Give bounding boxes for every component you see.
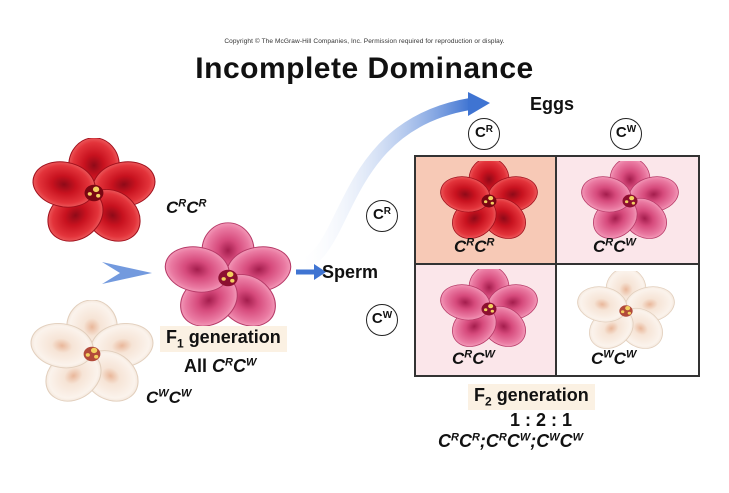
sperm-allele-r: CR [366,200,398,232]
punnett-cell-rw-bottom: CRCW [416,265,557,375]
parent-white-genotype: CWCW [146,387,192,407]
f1-generation-label: F1 generation [160,326,287,352]
egg-allele-r: CR [468,118,500,150]
sperm-arrow [296,264,326,280]
sperm-label: Sperm [322,262,379,282]
eggs-label: Eggs [530,94,575,114]
red-flower-icon [434,161,544,241]
punnett-genotype: CRCR [454,236,495,256]
f2-generation-label: F2 generation [468,384,595,410]
punnett-cell-rw-top: CRCW [557,157,698,265]
parent-red-genotype: CRCR [166,197,207,217]
copyright-notice: Copyright © The McGraw-Hill Companies, I… [224,38,505,45]
pink-flower-icon [158,222,298,334]
f2-ratio: 1 : 2 : 1 [510,410,573,430]
punnett-cell-rr: CRCR [416,157,557,265]
punnett-genotype: CRCW [452,348,495,368]
red-flower-icon [28,138,160,248]
arrow-icon [102,262,152,284]
punnett-square: CRCR CRCW CRCW CWCW [414,155,700,377]
pink-flower-icon [434,269,544,349]
punnett-genotype: CWCW [591,348,637,368]
white-flower-icon [571,271,681,351]
page-title: Incomplete Dominance [195,52,534,85]
sperm-allele-w: CW [366,304,398,336]
punnett-genotype: CRCW [593,236,636,256]
f2-genotype-ratio: CRCR;CRCW;CWCW [438,431,584,451]
egg-allele-w: CW [610,118,642,150]
punnett-cell-ww: CWCW [557,265,698,375]
eggs-arrow [292,92,490,272]
white-flower-icon [26,300,158,408]
f1-all-genotype: All CRCW [184,356,257,376]
pink-flower-icon [575,161,685,241]
